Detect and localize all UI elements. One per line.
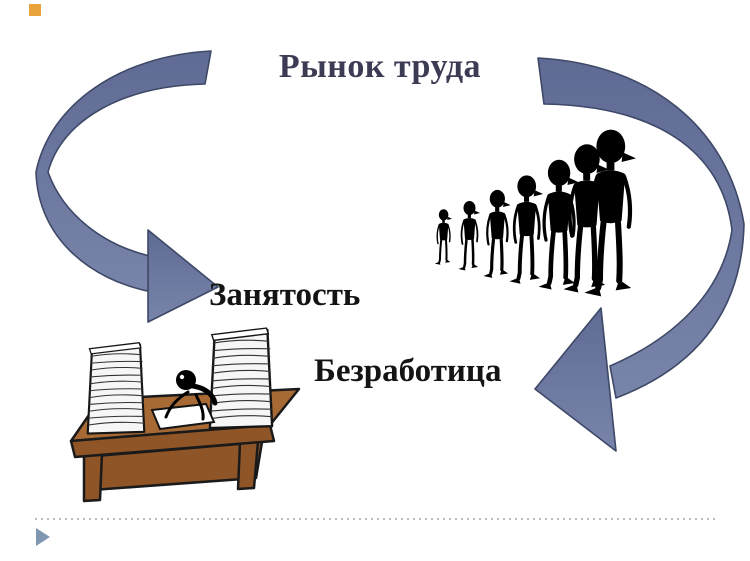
label-employment: Занятость [209, 277, 361, 313]
person-silhouette-1 [433, 208, 453, 266]
worker-figure-icon [150, 370, 218, 431]
label-unemployment: Безработица [314, 353, 502, 389]
curved-arrow-unemployment-icon [534, 57, 745, 452]
paper-stack-left-icon [86, 341, 146, 435]
person-silhouette-4 [507, 173, 546, 286]
footer-triangle-icon [36, 528, 50, 546]
slide-title: Рынок труда [278, 48, 482, 85]
curved-arrow-employment-icon [35, 50, 219, 323]
person-silhouette-3 [481, 188, 513, 280]
paper-stack-right-icon [208, 326, 274, 430]
person-silhouette-2 [457, 199, 482, 272]
person-silhouette-5 [539, 160, 579, 290]
people-queue-icon [433, 130, 636, 297]
orange-square-icon [29, 4, 41, 16]
